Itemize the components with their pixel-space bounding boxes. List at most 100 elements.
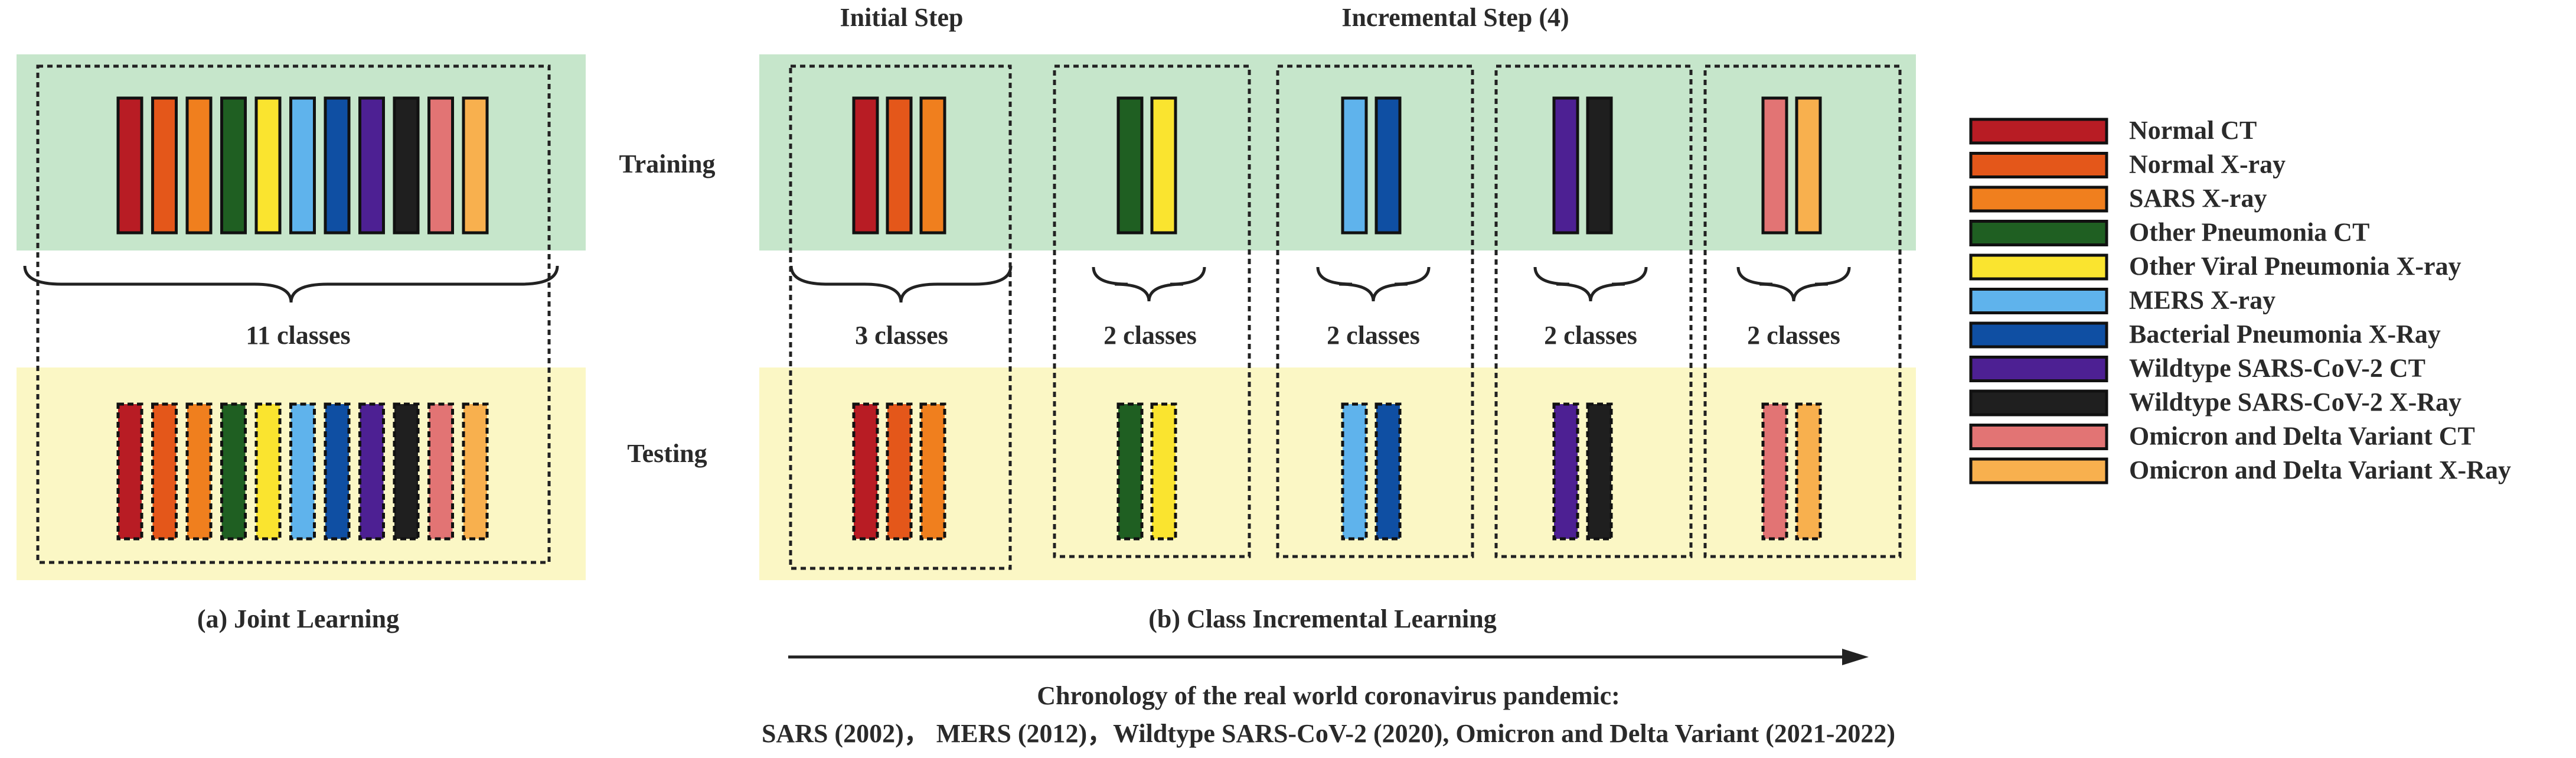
step-5-test-bar-2 [1795, 402, 1822, 541]
legend-swatch-3 [1969, 186, 2108, 213]
legend-label-6: MERS X-ray [2129, 286, 2275, 315]
joint-test-bar-6 [289, 402, 316, 541]
joint-test-bar-8 [358, 402, 385, 541]
step-1-test-bar-1 [852, 402, 879, 541]
step-4-classes-label: 2 classes [1544, 321, 1637, 350]
legend-label-9: Wildtype SARS-CoV-2 X-Ray [2129, 388, 2461, 417]
step-4-train-bar-2 [1586, 96, 1613, 235]
legend-swatch-8 [1969, 356, 2108, 382]
joint-train-bar-2 [151, 96, 178, 235]
joint-test-bar-10 [427, 402, 454, 541]
legend-swatch-10 [1969, 424, 2108, 450]
legend-swatch-9 [1969, 389, 2108, 417]
step-2-test-bar-1 [1116, 402, 1144, 541]
joint-test-bar-7 [324, 402, 351, 541]
legend-label-1: Normal CT [2129, 116, 2257, 145]
step-1-brace [789, 265, 1013, 303]
legend-label-4: Other Pneumonia CT [2129, 218, 2369, 247]
joint-learning-caption: (a) Joint Learning [197, 604, 399, 633]
joint-train-bar-7 [324, 96, 351, 235]
incremental-step-header: Incremental Step (4) [1341, 3, 1569, 32]
step-5-classes-label: 2 classes [1747, 321, 1840, 350]
step-3-train-bar-1 [1341, 96, 1368, 235]
step-5-test-bar-1 [1761, 402, 1788, 541]
legend-label-7: Bacterial Pneumonia X-Ray [2129, 320, 2441, 349]
step-3-train-bar-2 [1374, 96, 1402, 235]
legend-label-11: Omicron and Delta Variant X-Ray [2129, 456, 2511, 484]
joint-test-bar-11 [462, 402, 489, 541]
step-3-brace [1316, 266, 1431, 302]
step-1-train-bar-1 [852, 96, 879, 235]
incremental-training-panel [759, 54, 1916, 251]
legend-label-5: Other Viral Pneumonia X-ray [2129, 252, 2461, 281]
joint-test-bar-4 [220, 402, 247, 541]
legend-label-8: Wildtype SARS-CoV-2 CT [2129, 354, 2425, 383]
joint-train-bar-3 [185, 96, 213, 235]
step-2-train-bar-1 [1116, 96, 1144, 235]
step-2-dashed-frame [1053, 64, 1251, 558]
legend-swatch-4 [1969, 220, 2108, 246]
step-1-classes-label: 3 classes [855, 321, 948, 350]
braces [23, 265, 1851, 303]
legend-swatch-1 [1969, 118, 2108, 145]
step-4-test-bar-2 [1586, 402, 1613, 541]
step-5-dashed-frame [1703, 64, 1902, 558]
joint-train-bar-10 [427, 96, 454, 235]
step-1-dashed-frame [789, 64, 1012, 570]
chronology-line-1: Chronology of the real world coronavirus… [1037, 681, 1620, 710]
step-2-test-bar-2 [1150, 402, 1177, 541]
step-4-test-bar-1 [1552, 402, 1579, 541]
joint-brace [23, 265, 559, 303]
step-5-train-bar-2 [1795, 96, 1822, 235]
step-3-test-bar-1 [1341, 402, 1368, 541]
joint-train-bar-9 [393, 96, 420, 235]
step-2-train-bar-2 [1150, 96, 1177, 235]
joint-train-bar-11 [462, 96, 489, 235]
legend-label-3: SARS X-ray [2129, 184, 2267, 213]
initial-step-header: Initial Step [840, 3, 963, 32]
class-bars [116, 96, 1822, 541]
dashed-frames [36, 64, 1902, 570]
step-3-dashed-frame [1276, 64, 1474, 558]
joint-train-bar-1 [116, 96, 143, 235]
step-5-train-bar-1 [1761, 96, 1788, 235]
step-3-classes-label: 2 classes [1327, 321, 1420, 350]
joint-train-bar-6 [289, 96, 316, 235]
step-3-test-bar-2 [1374, 402, 1402, 541]
legend-swatch-7 [1969, 321, 2108, 349]
legend-swatch-5 [1969, 253, 2108, 281]
class-incremental-caption: (b) Class Incremental Learning [1148, 604, 1497, 633]
step-1-train-bar-3 [919, 96, 946, 235]
joint-train-bar-4 [220, 96, 247, 235]
legend-swatch-6 [1969, 288, 2108, 314]
step-1-test-bar-2 [886, 402, 913, 541]
joint-train-bar-5 [254, 96, 282, 235]
joint-classes-label: 11 classes [246, 321, 350, 350]
joint-test-bar-1 [116, 402, 143, 541]
step-1-test-bar-3 [919, 402, 946, 541]
testing-row-label: Testing [627, 439, 707, 468]
training-row-label: Training [619, 149, 715, 178]
step-1-train-bar-2 [886, 96, 913, 235]
step-4-dashed-frame [1494, 64, 1693, 558]
legend-label-2: Normal X-ray [2129, 150, 2286, 179]
joint-dashed-frame [36, 64, 551, 564]
step-4-train-bar-1 [1552, 96, 1579, 235]
joint-test-bar-2 [151, 402, 178, 541]
legend-swatch-11 [1969, 457, 2108, 484]
joint-test-bar-5 [254, 402, 282, 541]
step-5-brace [1736, 266, 1851, 302]
joint-test-bar-9 [393, 402, 420, 541]
incremental-testing-panel [759, 367, 1916, 580]
step-4-brace [1533, 266, 1648, 302]
chronology-line-2: SARS (2002)， MERS (2012)，Wildtype SARS-C… [762, 719, 1895, 748]
legend-label-10: Omicron and Delta Variant CT [2129, 422, 2475, 451]
joint-train-bar-8 [358, 96, 385, 235]
legend-swatch-2 [1969, 152, 2108, 178]
joint-test-bar-3 [185, 402, 213, 541]
chronology-arrow-head [1842, 649, 1869, 665]
step-2-classes-label: 2 classes [1103, 321, 1197, 350]
step-2-brace [1092, 266, 1206, 302]
